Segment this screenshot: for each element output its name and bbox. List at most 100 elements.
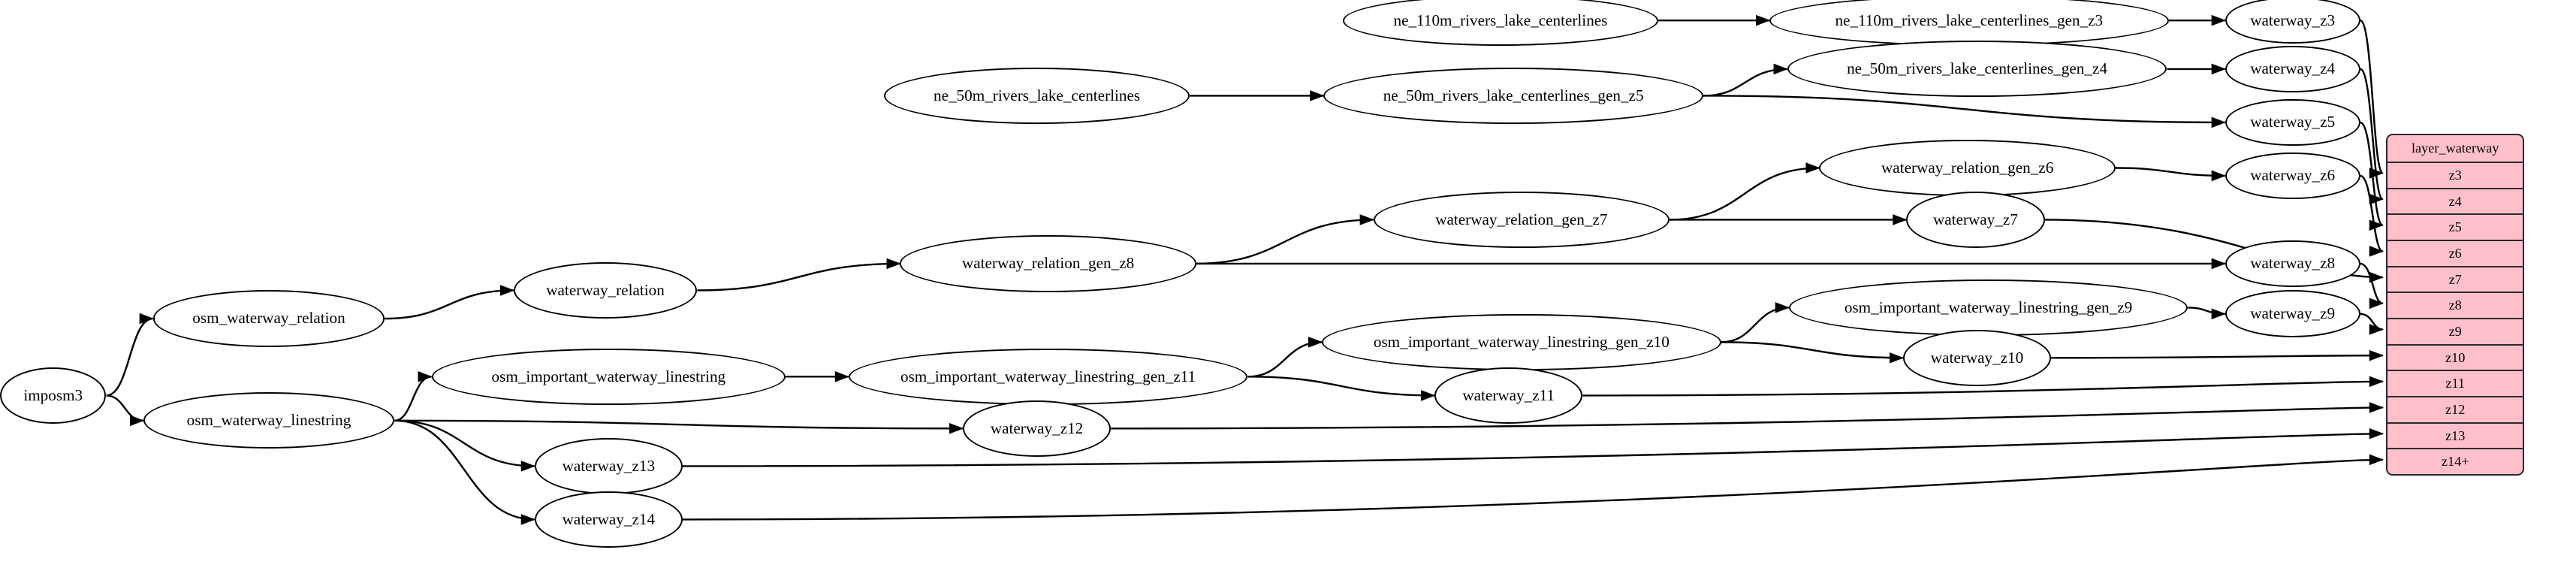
- graph-node-label: waterway_z14: [562, 509, 656, 528]
- layer-table-row-z7[interactable]: z7: [2387, 265, 2523, 292]
- graph-node-waterway-z14[interactable]: waterway_z14: [534, 491, 683, 548]
- graph-node-waterway-z4[interactable]: waterway_z4: [2225, 45, 2360, 93]
- graph-node-label: ne_50m_rivers_lake_centerlines_gen_z5: [1383, 86, 1644, 104]
- graph-node-label: waterway_z7: [1932, 210, 2018, 228]
- graph-node-label: waterway_z6: [2250, 166, 2336, 185]
- graph-edge: [1247, 376, 1436, 401]
- graph-edge: [682, 454, 2384, 521]
- graph-node-label: waterway_z8: [2250, 254, 2336, 273]
- graph-node-osm-waterway-relation[interactable]: osm_waterway_relation: [152, 290, 385, 347]
- layer-table-row-z14plus[interactable]: z14+: [2387, 448, 2523, 474]
- graph-node-label: ne_50m_rivers_lake_centerlines: [933, 86, 1141, 104]
- graph-node-label: ne_110m_rivers_lake_centerlines_gen_z3: [1835, 11, 2104, 29]
- graph-edge: [106, 313, 154, 397]
- graph-node-label: waterway_z10: [1930, 348, 2024, 367]
- graph-edge: [2051, 349, 2384, 361]
- layer-table-row-z13[interactable]: z13: [2387, 421, 2523, 449]
- layer-table-row-z5[interactable]: z5: [2387, 213, 2523, 240]
- graph-edge: [1670, 162, 1820, 221]
- graph-edge: [394, 419, 964, 434]
- graph-edge: [1703, 63, 1788, 97]
- graph-edge: [2359, 19, 2384, 179]
- graph-edge: [385, 285, 515, 320]
- graph-node-label: waterway_z4: [2250, 59, 2336, 78]
- graph-node-osm-important-waterway-linestring-gen-z10[interactable]: osm_important_waterway_linestring_gen_z1…: [1322, 313, 1721, 370]
- graph-node-waterway-z13[interactable]: waterway_z13: [534, 437, 683, 494]
- graph-node-waterway-relation-gen-z7[interactable]: waterway_relation_gen_z7: [1373, 191, 1670, 249]
- layer-table-row-z11[interactable]: z11: [2387, 370, 2523, 396]
- layer-table-row-z10[interactable]: z10: [2387, 343, 2523, 370]
- graph-node-label: osm_important_waterway_linestring: [491, 367, 726, 385]
- graph-node-osm-important-waterway-linestring[interactable]: osm_important_waterway_linestring: [431, 348, 786, 405]
- graph-node-label: imposm3: [23, 385, 83, 404]
- graph-node-osm-waterway-linestring[interactable]: osm_waterway_linestring: [143, 392, 395, 449]
- layer-table-header: layer_waterway: [2411, 140, 2499, 156]
- graph-edge: [1721, 341, 1905, 364]
- graph-node-label: osm_waterway_linestring: [186, 411, 351, 430]
- graph-node-osm-important-waterway-linestring-gen-z9[interactable]: osm_important_waterway_linestring_gen_z9: [1788, 279, 2188, 336]
- graph-node-label: osm_important_waterway_linestring_gen_z1…: [1373, 332, 1670, 351]
- graph-node-label: ne_50m_rivers_lake_centerlines_gen_z4: [1847, 59, 2107, 78]
- graph-edge: [2188, 307, 2226, 320]
- graph-node-ne-50m-rivers-lake-centerlines-gen-z4[interactable]: ne_50m_rivers_lake_centerlines_gen_z4: [1787, 41, 2167, 98]
- graph-node-label: waterway_relation_gen_z8: [961, 254, 1135, 273]
- graph-edge: [394, 371, 433, 422]
- graph-node-waterway-relation[interactable]: waterway_relation: [513, 261, 698, 319]
- layer-table-row-z12[interactable]: z12: [2387, 396, 2523, 422]
- graph-edge: [106, 394, 145, 427]
- layer-table-row-z8[interactable]: z8: [2387, 292, 2523, 318]
- layer-table-row-z4[interactable]: z4: [2387, 187, 2523, 214]
- graph-node-label: waterway_z12: [990, 418, 1084, 437]
- graph-node-ne-50m-rivers-lake-centerlines[interactable]: ne_50m_rivers_lake_centerlines: [883, 67, 1190, 124]
- graph-edge: [1196, 214, 1374, 265]
- layer-table-row-z6[interactable]: z6: [2387, 240, 2523, 266]
- graph-edge: [1247, 337, 1323, 378]
- graph-node-ne-110m-rivers-lake-centerlines[interactable]: ne_110m_rivers_lake_centerlines: [1342, 0, 1659, 46]
- graph-node-waterway-relation-gen-z6[interactable]: waterway_relation_gen_z6: [1819, 139, 2116, 197]
- graph-node-waterway-z6[interactable]: waterway_z6: [2225, 152, 2360, 200]
- graph-edge: [1582, 376, 2384, 397]
- graph-edge: [1721, 302, 1790, 343]
- graph-node-waterway-z12[interactable]: waterway_z12: [962, 400, 1112, 457]
- graph-edge: [394, 419, 536, 525]
- graph-node-waterway-z8[interactable]: waterway_z8: [2225, 240, 2360, 288]
- graph-node-label: osm_waterway_relation: [192, 309, 345, 328]
- graph-node-label: ne_110m_rivers_lake_centerlines: [1393, 11, 1608, 29]
- graph-node-imposm3[interactable]: imposm3: [0, 367, 107, 424]
- graph-edge: [2115, 167, 2226, 182]
- graph-node-label: osm_important_waterway_linestring_gen_z1…: [900, 367, 1196, 385]
- graph-node-label: waterway_z3: [2250, 11, 2336, 29]
- graph-edge: [2360, 68, 2384, 205]
- graph-edge: [394, 419, 536, 472]
- graph-node-waterway-z5[interactable]: waterway_z5: [2225, 98, 2360, 147]
- graph-node-waterway-z3[interactable]: waterway_z3: [2225, 0, 2360, 44]
- graph-node-label: waterway_z5: [2250, 113, 2336, 131]
- graph-node-label: waterway_relation: [546, 280, 665, 299]
- graph-node-label: waterway_relation_gen_z7: [1435, 210, 1608, 228]
- graph-node-osm-important-waterway-linestring-gen-z11[interactable]: osm_important_waterway_linestring_gen_z1…: [848, 348, 1248, 405]
- graph-node-label: waterway_z13: [562, 456, 656, 475]
- graph-node-waterway-z10[interactable]: waterway_z10: [1902, 329, 2052, 386]
- graph-node-label: waterway_relation_gen_z6: [1881, 158, 2054, 177]
- graph-node-label: waterway_z9: [2250, 304, 2336, 323]
- layer-table-row-z9[interactable]: z9: [2387, 318, 2523, 344]
- graph-edge: [1703, 95, 2226, 128]
- graph-edge: [2360, 313, 2384, 335]
- graph-edge: [2360, 121, 2384, 231]
- graph-edge: [1111, 402, 2384, 430]
- graph-edge: [2360, 262, 2384, 310]
- graph-node-label: waterway_z11: [1462, 385, 1555, 404]
- graph-node-label: osm_important_waterway_linestring_gen_z9: [1844, 298, 2133, 316]
- graph-node-ne-110m-rivers-lake-centerlines-gen-z3[interactable]: ne_110m_rivers_lake_centerlines_gen_z3: [1769, 0, 2169, 46]
- graph-node-waterway-z11[interactable]: waterway_z11: [1434, 367, 1583, 424]
- graph-node-waterway-relation-gen-z8[interactable]: waterway_relation_gen_z8: [900, 235, 1196, 292]
- graph-node-ne-50m-rivers-lake-centerlines-gen-z5[interactable]: ne_50m_rivers_lake_centerlines_gen_z5: [1323, 67, 1704, 124]
- graph-node-waterway-z9[interactable]: waterway_z9: [2225, 290, 2360, 338]
- graph-edge: [682, 428, 2384, 467]
- graph-node-waterway-z7[interactable]: waterway_z7: [1906, 191, 2045, 249]
- graph-edge: [2360, 174, 2384, 257]
- layer-table-row-z3[interactable]: z3: [2387, 162, 2523, 188]
